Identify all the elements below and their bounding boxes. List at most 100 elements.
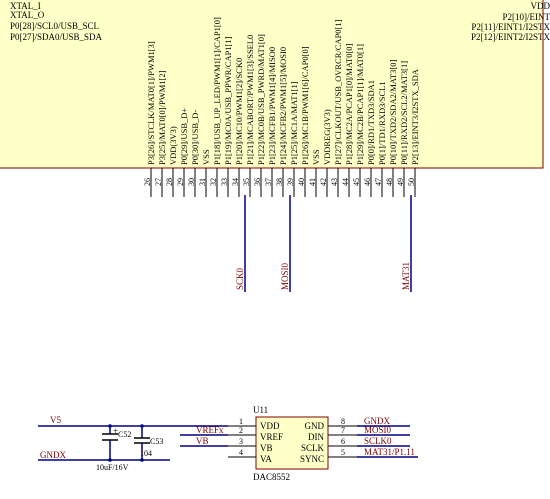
mcu-bottom-pin-label: P3[25]/MAT0[0]/PWM1[2] [157,70,167,165]
mcu-left-pin: XTAL_I [10,1,41,11]
mcu-bottom-pin-label: VSS [201,149,211,165]
mcu-left-pin: P0[28]/SCL0/USB_SCL [10,21,99,31]
mcu-bottom-pin-label: P0[30]/USB_D- [190,110,200,165]
dac-body [255,416,329,470]
mcu-bottom-pin-label: P1[24]/MCFB2/PWM1[5]/MOSI0 [278,47,288,165]
dac-part: DAC8552 [253,472,290,482]
mcu-bottom-pin-number: 37 [264,178,273,186]
mcu-bottom-pin-label: VSS [311,149,321,165]
mcu-bottom-pin-label: P3[26]/STCLK/MAT0[1]/PWM1[3] [146,41,156,165]
dac-pin-name: VREF [260,432,283,442]
mcu-bottom-pin-number: 46 [363,178,372,186]
dac-pin-name: SCLK [301,443,325,453]
dac-pin-name: VA [260,454,272,464]
dac-pin-num: 3 [239,437,243,446]
dac-pin-name: GND [305,421,325,431]
mcu-bottom-pin-number: 29 [176,178,185,186]
dac-ref: U11 [253,405,268,415]
dac-pin-name: VB [260,443,273,453]
mcu-bottom-pin-number: 47 [374,178,383,186]
mcu-bottom-pin-number: 43 [330,178,339,186]
dac-pin-num: 4 [239,448,243,457]
supply-network: V5 VREFx VB GNDX + C52 10uF/16V C53 104 [38,415,228,472]
mcu-bottom-pin-label: P1[21]/MCABORT/PWM1[3]/SSEL0 [245,35,255,165]
mcu-bottom-pin-label: P0[1]/TD1/RXD3/SCL1 [377,81,387,165]
mcu-bottom-pin-number: 39 [286,178,295,186]
mcu-bottom-pin-number: 41 [308,178,317,186]
net-label-mosi0: MOSI0 [364,425,392,435]
net-label-gndx-left: GNDX [40,450,66,460]
mcu-bottom-pin-number: 48 [385,178,394,186]
net-label-v5: V5 [50,415,61,425]
dac-pin-num: 6 [341,437,345,446]
mcu-bottom-pin-number: 31 [198,178,207,186]
mcu-left-pin: P0[27]/SDA0/USB_SDA [10,32,103,42]
mcu-right-pin: P2[12]/EINT2/I2STX [471,32,550,42]
mcu-bottom-pin-number: 40 [297,178,306,186]
mcu-bottom-pin-number: 44 [341,178,350,186]
mcu-bottom-pin-number: 27 [154,178,163,186]
dac-pin-num: 5 [341,448,345,457]
dac-pin-num: 7 [341,426,345,435]
mcu-bottom-pin-label: P1[28]/MC2A/PCAP1[0]/MAT0[0] [344,43,354,165]
junction-dot [108,458,112,462]
net-label-vrefx: VREFx [196,425,224,435]
mcu-chip: XTAL_I XTAL_O P0[28]/SCL0/USB_SCL P0[27]… [0,0,550,197]
mcu-bottom-pin-label: P1[29]/MC2B/PCAP1[1]/MAT0[1] [355,44,365,165]
mcu-bottom-pin-label: P1[19]/MC0A/USB_PPWR/CAP1[1] [223,36,233,165]
dac-pin-num: 8 [341,417,345,426]
dac-pin-name: DIN [308,432,324,442]
dac-pin-num: 1 [239,417,243,426]
net-label-vb: VB [196,436,209,446]
mcu-bottom-pin-number: 35 [242,178,251,186]
mcu-bottom-pin-number: 36 [253,178,262,186]
mcu-left-pin: XTAL_O [10,10,45,20]
junction-dot [140,458,144,462]
mcu-bottom-pin-number: 32 [209,178,218,186]
mcu-bottom-pin-label: P0[29]/USB_D+ [179,108,189,165]
net-label-sck0: SCK0 [235,267,245,290]
mcu-bottom-pin-number: 42 [319,178,328,186]
mcu-bottom-pin-number: 28 [165,178,174,186]
mcu-bottom-pin-number: 26 [143,178,152,186]
c53-ref: C53 [150,437,163,446]
c52-ref: C52 [118,430,131,439]
mcu-bottom-pin-number: 45 [352,178,361,186]
mcu-bottom-pin-label: P0[0]/RD1/TXD3/SDA1 [366,80,376,165]
net-label-mosi0: MOSI0 [280,262,290,290]
mcu-right-pin: VDD [531,1,550,11]
mcu-bottom-pin-label: P0[10]/TXD2/SDA2/MAT3[0] [388,60,398,165]
mcu-right-pin: P2[11]/EINT1/I2STX [471,22,550,32]
dac-chip: U11 DAC8552 1 2 3 4 VDD VREF VB VA 8 7 6… [228,405,418,482]
mcu-right-pin: P2[10]/EINT [503,12,550,22]
mcu-bottom-pin-number: 30 [187,178,196,186]
mcu-body [0,0,544,169]
mcu-bottom-pin-label: P1[27]/CLKOUT/USB_OVRCR/CAP0[1] [333,19,343,165]
mcu-bottom-pin-number: 50 [407,178,416,186]
dac-pin-name: SYNC [300,454,324,464]
c52-value: 10uF/16V [96,463,129,472]
mcu-bottom-pin-number: 34 [231,178,240,186]
mcu-bottom-pin-label: P1[25]/MC1A/MAT1[1] [289,81,299,165]
mcu-bottom-pin-label: P1[20]/MC10/PWM1[2]/SCK0 [234,58,244,165]
net-label-mat31: MAT31 [401,262,411,290]
mcu-bottom-pin-label: P1[23]/MCFB1/PWM1[4]/MISO0 [267,47,277,165]
mcu-bottom-pin-label: P1[22]/MC0B/USB_PWRD/MAT1[0] [256,34,266,165]
mcu-bottom-pin-number: 49 [396,178,405,186]
dac-pin-num: 2 [239,426,243,435]
junction-dot [140,424,144,428]
net-label-sclk0: SCLK0 [364,436,392,446]
mcu-bottom-pin-label: P1[26]/MC1B/PWM1[6]/CAP0[0] [300,46,310,165]
mcu-bottom-pin-label: P0[11]/RXD2/SCL2/MAT3[1] [399,61,409,165]
mcu-bottom-pin-label: VDDREG(3V3) [322,109,332,165]
net-label-mat31-p111: MAT31/P1.11 [364,447,415,457]
mcu-bottom-pin-number: 33 [220,178,229,186]
mcu-nets: SCK0 MOSI0 MAT31 [235,195,412,292]
net-label-gndx: GNDX [364,416,390,426]
mcu-bottom-pins: P3[26]/STCLK/MAT0[1]/PWM1[3] 26 P3[25]/MAT… [143,17,420,197]
mcu-bottom-pin-number: 38 [275,178,284,186]
mcu-bottom-pin-label: P2[13]/EINT3/I2STX_SDA [410,68,420,165]
mcu-bottom-pin-label: P1[18]/USB_UP_LED/PWM1[1]/CAP1[0] [212,17,222,165]
c52-plus: + [113,426,118,436]
